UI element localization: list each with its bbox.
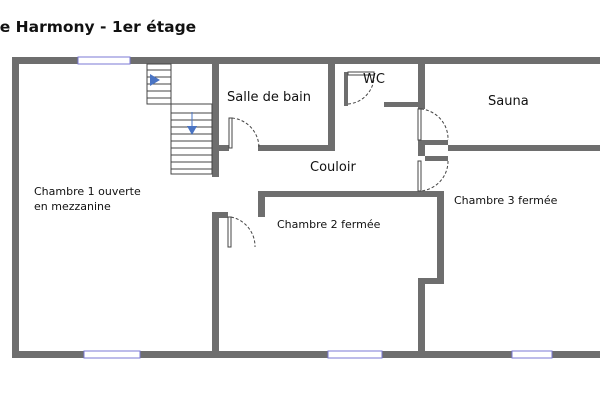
window-bottom-3 [511,350,553,359]
wall-ch3-left-bottom [418,278,425,354]
wall-couloir-right-mid2 [425,156,448,161]
wall-ch2-bottom-right [418,278,444,284]
wall-wc-bottom [384,102,422,107]
room-label-chambre-2: Chambre 2 fermée [277,218,381,231]
door-swing [231,117,260,149]
room-label-chambre-1-line-1: Chambre 1 ouverte [34,185,141,198]
room-label-sauna: Sauna [488,94,529,109]
outer-wall-left [12,57,19,357]
plan-title: îte Harmony - 1er étage [0,18,197,36]
wall-ch2-ch3 [437,191,444,283]
room-label-chambre-1-line-2: en mezzanine [34,200,111,213]
door-leaf [228,117,233,149]
window-bottom-2 [327,350,383,359]
wall-ch2-left [212,212,219,354]
room-label-chambre-1: Chambre 1 ouverte en mezzanine [34,185,141,213]
wall-sdb-right-top [328,57,335,97]
stair-arrow-right-icon [150,74,160,86]
doors [227,71,449,248]
stair-arrow-down-icon [187,126,197,135]
room-label-wc: WC [363,72,385,87]
window-top-1 [77,56,131,65]
wall-couloir-bottom [262,191,444,197]
wall-stair-right [212,57,219,177]
wall-ch2-top-left [212,212,228,218]
wall-sdb-right [328,97,335,149]
outer-wall-bottom [12,351,600,358]
door-leaf [417,108,422,141]
windows [77,56,553,359]
door-swing [230,216,256,248]
staircase [146,63,213,175]
wall-sauna-bottom [448,145,600,151]
outer-walls [12,57,600,358]
wall-couloir-right-mid [425,140,448,145]
door-wc [347,71,375,105]
door-leaf [347,71,375,76]
window-bottom-1 [83,350,141,359]
door-swing [420,160,449,192]
wall-sauna-left [418,57,425,109]
wall-ch2-step [258,191,265,217]
interior-walls [212,57,600,354]
wall-couloir-right-top [418,140,425,156]
door-chambre-2 [227,216,256,248]
door-swing [347,74,375,105]
room-labels: Chambre 1 ouverte en mezzanine Salle de b… [34,72,558,231]
door-swing [420,108,449,141]
door-salle-de-bain [228,117,260,149]
room-label-couloir: Couloir [310,160,356,175]
door-chambre-3 [417,160,449,192]
wall-sdb-bottom-left [219,145,229,151]
outer-wall-top [12,57,600,64]
room-label-chambre-3: Chambre 3 fermée [454,194,558,207]
wall-wc-left [344,72,348,106]
door-sauna [417,108,449,141]
door-leaf [227,216,232,248]
wall-sdb-bottom [258,145,335,151]
door-leaf [417,160,422,192]
room-label-salle-de-bain: Salle de bain [227,90,311,105]
